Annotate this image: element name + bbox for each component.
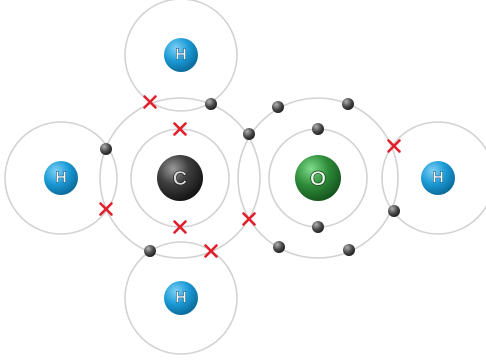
h-bottom-shell: [124, 241, 238, 355]
electron-dot: [273, 241, 285, 253]
h-right-shell: [381, 121, 486, 235]
electron-dot: [312, 123, 324, 135]
electron-dot: [243, 128, 255, 140]
h-top-shell: [124, 0, 238, 112]
electron-dot: [205, 98, 217, 110]
hydrogen-atom-bottom: H: [164, 281, 198, 315]
hydrogen-nucleus: [421, 161, 455, 195]
electron-dot: [342, 98, 354, 110]
hydrogen-nucleus: [164, 38, 198, 72]
electron-dot: [388, 205, 400, 217]
oxygen-symbol: O: [310, 168, 326, 191]
electron-cross: [143, 95, 157, 109]
hydrogen-nucleus: [164, 281, 198, 315]
h-left-shell: [4, 121, 118, 235]
electron-dot: [144, 245, 156, 257]
hydrogen-atom-right: H: [421, 161, 455, 195]
electron-dot: [312, 221, 324, 233]
electron-cross: [387, 139, 401, 153]
oxygen-atom: O: [295, 155, 341, 201]
electron-cross: [173, 220, 187, 234]
electron-dot: [343, 244, 355, 256]
electron-dot: [272, 101, 284, 113]
electron-dot: [100, 143, 112, 155]
electron-crosses: [99, 95, 401, 258]
oxygen-nucleus: [295, 155, 341, 201]
hydrogen-nucleus: [44, 161, 78, 195]
hydrogen-symbol: H: [432, 170, 444, 187]
carbon-atom: C: [157, 155, 203, 201]
hydrogen-atom-top: H: [164, 38, 198, 72]
hydrogen-symbol: H: [175, 290, 187, 307]
electron-cross: [242, 212, 256, 226]
electron-cross: [99, 202, 113, 216]
hydrogen-symbol: H: [55, 170, 67, 187]
carbon-symbol: C: [173, 168, 187, 190]
carbon-outer-shell: [99, 97, 261, 259]
carbon-nucleus: [157, 155, 203, 201]
electron-cross: [173, 122, 187, 136]
oxygen-outer-shell: [237, 97, 399, 259]
electron-dots: [100, 98, 400, 257]
hydrogen-symbol: H: [175, 47, 187, 64]
hydrogen-atom-left: H: [44, 161, 78, 195]
electron-cross: [204, 244, 218, 258]
